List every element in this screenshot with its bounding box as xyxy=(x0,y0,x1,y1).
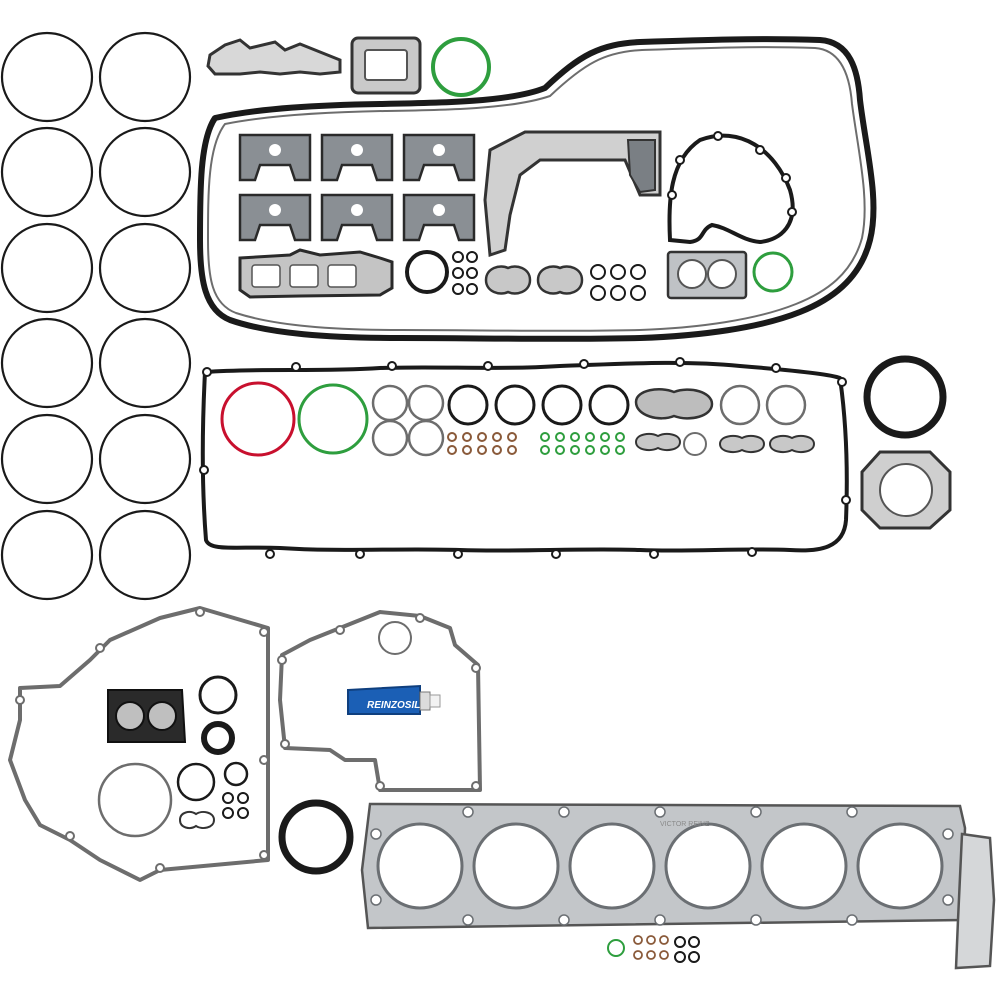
small-orings-bottom xyxy=(607,935,700,963)
small-flange-gasket xyxy=(634,433,682,451)
cylinder-bores xyxy=(376,822,944,910)
manifold-gasket xyxy=(320,133,394,182)
green-oring-small xyxy=(752,251,794,293)
sealant-tube: REINZOSIL xyxy=(347,684,441,715)
thermostat-gasket xyxy=(206,38,342,76)
egr-bracket-gasket xyxy=(483,130,662,258)
upper-small-gaskets xyxy=(206,36,491,97)
small-flange-gasket xyxy=(718,435,766,453)
front-crankshaft-seal xyxy=(278,799,354,875)
injector-rings xyxy=(371,384,807,457)
cylinder-bore xyxy=(856,822,944,910)
front-seal-ring xyxy=(97,762,173,838)
liner-ring xyxy=(0,126,94,218)
small-orings-cluster-a xyxy=(452,251,478,295)
manifold-gasket xyxy=(238,133,312,182)
cylinder-bore xyxy=(760,822,848,910)
liner-ring xyxy=(98,222,192,314)
rear-crankshaft-seal xyxy=(863,355,947,439)
liner-ring xyxy=(98,413,192,505)
manifold-gasket xyxy=(402,193,476,242)
injector-seals-black xyxy=(447,384,630,426)
green-oring-large xyxy=(297,383,369,455)
red-oring xyxy=(220,381,296,457)
brand-watermark: VICTOR REINZ xyxy=(660,821,710,828)
liner-ring xyxy=(0,222,94,314)
liner-ring xyxy=(0,317,94,409)
small-orings-cluster-b xyxy=(590,264,646,301)
egr-flange-gasket xyxy=(634,388,714,420)
oil-pan-gasket xyxy=(197,36,877,342)
liner-ring xyxy=(98,317,192,409)
liner-ring xyxy=(98,31,192,123)
valve-cover-gasket xyxy=(200,360,849,553)
manifold-gaskets xyxy=(238,133,476,242)
liner-seal-rings xyxy=(0,31,192,601)
cylinder-bore xyxy=(472,822,560,910)
cylinder-bore xyxy=(376,822,464,910)
oval-flange-gasket xyxy=(536,265,584,295)
black-seal xyxy=(201,721,235,755)
liner-ring xyxy=(98,126,192,218)
liner-ring xyxy=(0,31,94,123)
green-oring xyxy=(431,37,491,97)
liner-ring xyxy=(98,509,192,601)
liner-ring xyxy=(0,509,94,601)
green-small-orings xyxy=(540,432,625,455)
oval-flange-gasket xyxy=(484,265,532,295)
manifold-gasket xyxy=(320,193,394,242)
sealant-tube-label: REINZOSIL xyxy=(367,700,420,711)
small-black-seal xyxy=(405,250,449,294)
timing-end-gasket xyxy=(954,832,996,970)
small-flange-gasket xyxy=(768,435,816,453)
brown-orings xyxy=(447,432,517,455)
timing-cover-gasket xyxy=(8,606,270,882)
housing-gasket xyxy=(278,610,482,792)
manifold-gasket xyxy=(402,133,476,182)
liner-ring xyxy=(0,413,94,505)
black-oring xyxy=(198,675,238,715)
cylinder-bore xyxy=(568,822,656,910)
cylinder-bore xyxy=(664,822,752,910)
manifold-gasket xyxy=(238,193,312,242)
